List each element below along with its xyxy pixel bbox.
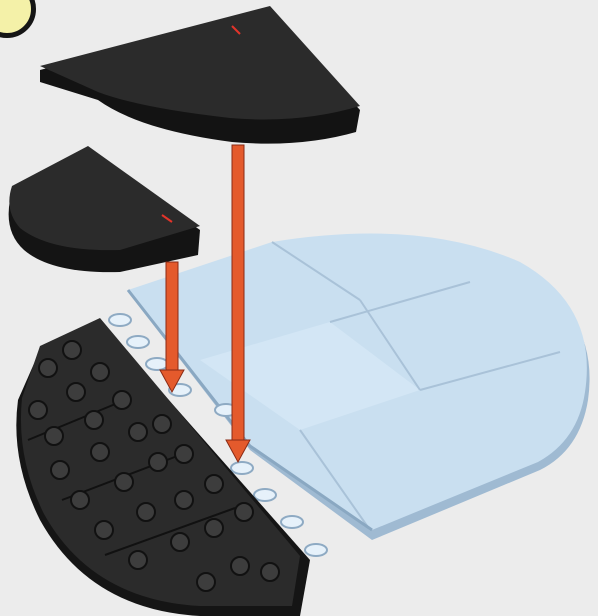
down-arrow-icon: [226, 440, 250, 462]
quarter-round-tile-upper: [40, 6, 360, 144]
quarter-round-tile-left: [9, 146, 200, 272]
